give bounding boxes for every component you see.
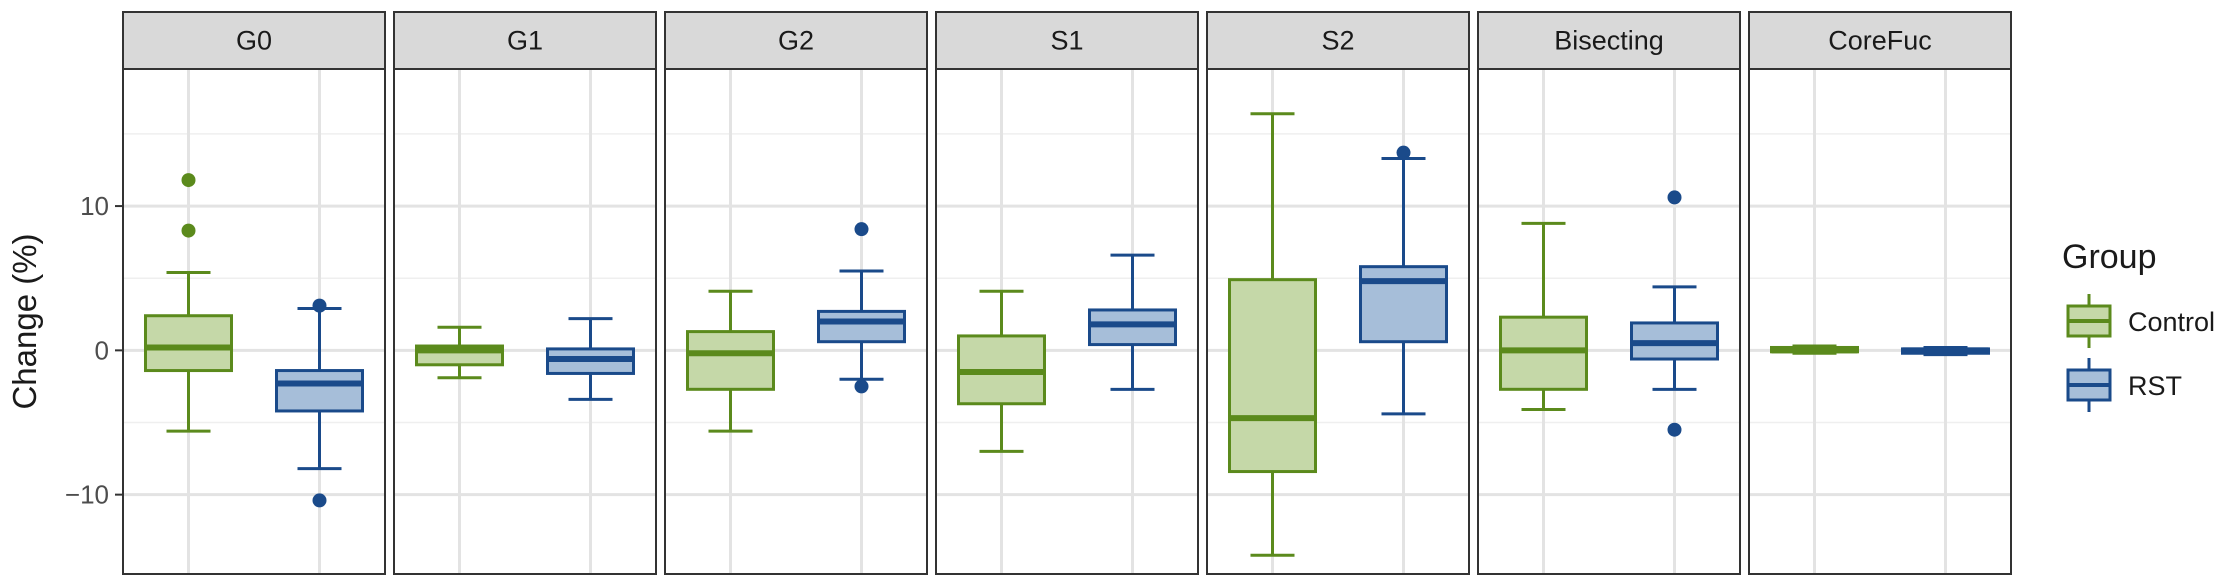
panel-border xyxy=(1748,68,2012,575)
y-axis: −10 0 10 xyxy=(65,191,123,510)
facet-panels: G0 G1 G2 S1 S2 Bisecting CoreFuc xyxy=(122,11,2012,575)
facet-label: S2 xyxy=(1321,26,1354,56)
panel-border xyxy=(664,68,928,575)
panel-border xyxy=(393,68,657,575)
panel-background xyxy=(1749,69,2011,574)
legend-label: RST xyxy=(2128,371,2182,401)
facet-panel-bisecting: Bisecting xyxy=(1477,11,1741,575)
box xyxy=(275,369,364,413)
facet-strip xyxy=(664,11,928,70)
legend-title: Group xyxy=(2062,238,2157,276)
y-tick-label: −10 xyxy=(65,480,109,510)
facet-label: S1 xyxy=(1050,26,1083,56)
outlier-point xyxy=(854,222,869,237)
box xyxy=(817,309,906,344)
boxplot-rst xyxy=(1901,345,1990,357)
boxplot-control xyxy=(1228,112,1317,557)
facet-panel-g1: G1 xyxy=(393,11,657,575)
outlier-point xyxy=(181,173,196,188)
boxplot-control xyxy=(957,289,1046,453)
legend-key-rst: RST xyxy=(2066,358,2182,412)
boxplot-rst xyxy=(1630,190,1719,437)
panel-border xyxy=(935,68,1199,575)
panel-border xyxy=(1477,68,1741,575)
y-axis-title: Change (%) xyxy=(6,233,43,409)
facet-strip xyxy=(935,11,1199,70)
outlier-point xyxy=(1667,422,1682,437)
boxplot-control xyxy=(1770,344,1859,355)
outlier-point xyxy=(1667,190,1682,205)
boxplot-rst xyxy=(275,298,364,508)
facet-label: G0 xyxy=(236,26,272,56)
facet-strip xyxy=(1206,11,1470,70)
facet-strip xyxy=(122,11,386,70)
outlier-point xyxy=(312,298,327,313)
facet-label: G2 xyxy=(778,26,814,56)
outlier-point xyxy=(854,379,869,394)
y-tick-label: 10 xyxy=(80,191,109,221)
facet-strip xyxy=(393,11,657,70)
box xyxy=(686,330,775,391)
legend-label: Control xyxy=(2128,307,2215,337)
box xyxy=(1359,265,1448,344)
facet-panel-g0: G0 xyxy=(122,11,386,575)
boxplot-control xyxy=(686,289,775,433)
facet-panel-s1: S1 xyxy=(935,11,1199,575)
facet-panel-corefuc: CoreFuc xyxy=(1748,11,2012,575)
boxplot-control xyxy=(415,325,504,380)
facet-label: CoreFuc xyxy=(1828,26,1932,56)
boxplot-rst xyxy=(817,222,906,394)
panel-border xyxy=(1206,68,1470,575)
boxplot-rst xyxy=(1359,145,1448,416)
facet-panel-g2: G2 xyxy=(664,11,928,575)
facet-strip xyxy=(1477,11,1741,70)
outlier-point xyxy=(312,493,327,508)
facet-label: G1 xyxy=(507,26,543,56)
boxplot-control xyxy=(1499,221,1588,412)
panel-background xyxy=(394,69,656,574)
boxplot-rst xyxy=(1088,253,1177,391)
facet-strip xyxy=(1748,11,2012,70)
boxplot-control xyxy=(144,173,233,433)
outlier-point xyxy=(1396,145,1411,160)
facet-label: Bisecting xyxy=(1554,26,1664,56)
panel-border xyxy=(122,68,386,575)
y-tick-label: 0 xyxy=(95,335,109,365)
outlier-point xyxy=(181,223,196,238)
box xyxy=(1228,278,1317,474)
facet-panel-s2: S2 xyxy=(1206,11,1470,575)
legend-key-control: Control xyxy=(2066,294,2215,348)
boxplot-rst xyxy=(546,317,635,401)
box xyxy=(144,314,233,373)
